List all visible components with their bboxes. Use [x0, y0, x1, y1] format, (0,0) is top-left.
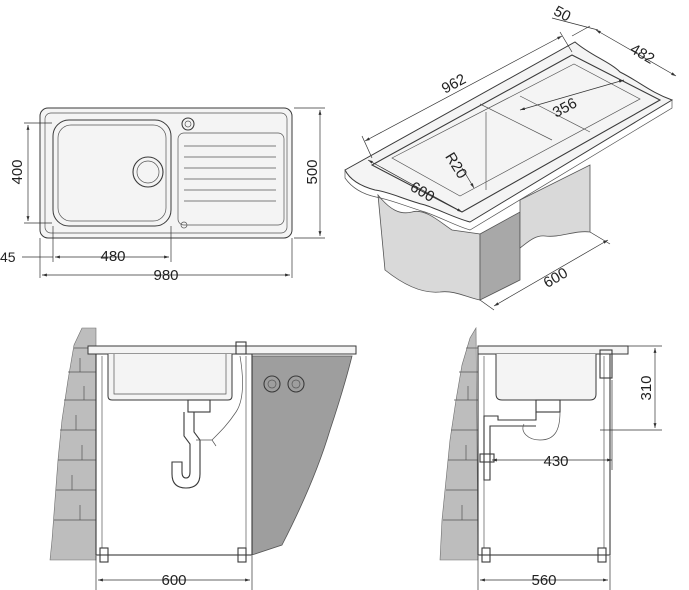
front-bowl: [107, 354, 233, 401]
side-dim-560: 560: [531, 572, 556, 589]
front-hole: [287, 375, 305, 393]
iso-dim-50: 50: [551, 3, 574, 26]
iso-dim-600-cabinet: 600: [541, 264, 571, 291]
side-dim-430: 430: [543, 453, 568, 470]
iso-dim-962: 962: [439, 71, 469, 98]
front-trap: [171, 412, 201, 489]
iso-dim-482: 482: [627, 40, 657, 67]
top-view: 400 500 45 480 980: [0, 107, 325, 284]
dim-400: 400: [9, 159, 26, 184]
front-hole: [263, 375, 281, 393]
front-view: 600: [49, 327, 357, 590]
main-bowl: [52, 119, 172, 227]
drainboard-grooves: [184, 145, 276, 202]
front-cabinet-cut: [251, 355, 353, 556]
iso-worktop: [344, 41, 674, 223]
dim-500: 500: [304, 159, 321, 184]
iso-view: 962 50 482 356 R20 600 600: [344, 3, 677, 311]
side-brick-wall: [439, 326, 479, 561]
front-countertop: [87, 345, 357, 355]
front-brick-wall: [49, 327, 97, 561]
dim-480: 480: [100, 248, 125, 265]
drainboard: [177, 132, 285, 226]
side-bowl: [495, 354, 597, 401]
side-dim-310: 310: [638, 375, 655, 400]
front-dim-600: 600: [161, 572, 186, 589]
dim-45: 45: [0, 249, 16, 265]
dim-980: 980: [153, 267, 178, 284]
tap-hole: [181, 117, 195, 131]
drain-outlet: [132, 156, 164, 188]
side-drain-pipe: [483, 412, 537, 481]
side-view: 310 430 560: [439, 326, 662, 590]
